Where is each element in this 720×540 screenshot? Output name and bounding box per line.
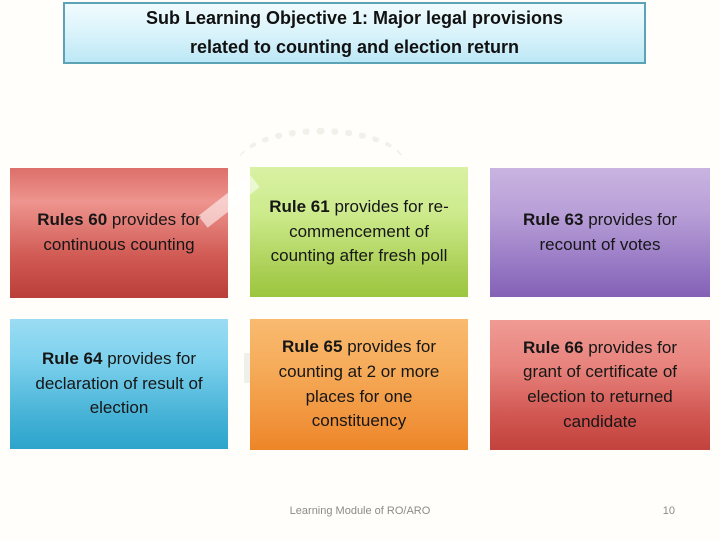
card-rule-63: Rule 63 provides for recount of votes [490,168,710,297]
page-title: Sub Learning Objective 1: Major legal pr… [145,8,564,57]
card-text: Rule 64 provides for declaration of resu… [25,347,213,421]
rule-number: Rule 64 [41,349,103,369]
card-rule-66: Rule 66 provides for grant of certificat… [490,320,710,450]
rule-number: Rules 60 [37,210,108,230]
watermark-arc-decoration [237,128,405,201]
rule-description: provides for grant of certificate of ele… [522,337,678,431]
title-box: Sub Learning Objective 1: Major legal pr… [63,2,646,64]
rule-number: Rule 63 [522,209,584,229]
rule-number: Rule 61 [269,197,330,217]
card-text: Rule 65 provides for counting at 2 or mo… [265,335,453,434]
card-text: Rule 63 provides for recount of votes [505,208,695,257]
card-text: Rule 61 provides for re-commencement of … [265,195,453,269]
rule-number: Rule 66 [522,337,584,357]
footer-text: Learning Module of RO/ARO [289,505,431,517]
card-text: Rules 60 provides for continuous countin… [25,208,213,257]
card-rule-61: Rule 61 provides for re-commencement of … [250,167,468,297]
rule-number: Rule 65 [281,337,343,357]
rule-description: provides for declaration of result of el… [35,349,203,418]
card-rule-60: Rules 60 provides for continuous countin… [10,168,228,298]
card-rule-64: Rule 64 provides for declaration of resu… [10,319,228,449]
rule-description: provides for re-commencement of counting… [270,197,449,266]
rule-description: provides for continuous counting [43,210,201,254]
card-text: Rule 66 provides for grant of certificat… [505,336,695,435]
rule-description: provides for counting at 2 or more place… [278,337,440,431]
page-number: 10 [662,505,675,517]
rule-description: provides for recount of votes [539,209,678,254]
card-rule-65: Rule 65 provides for counting at 2 or mo… [250,319,468,450]
